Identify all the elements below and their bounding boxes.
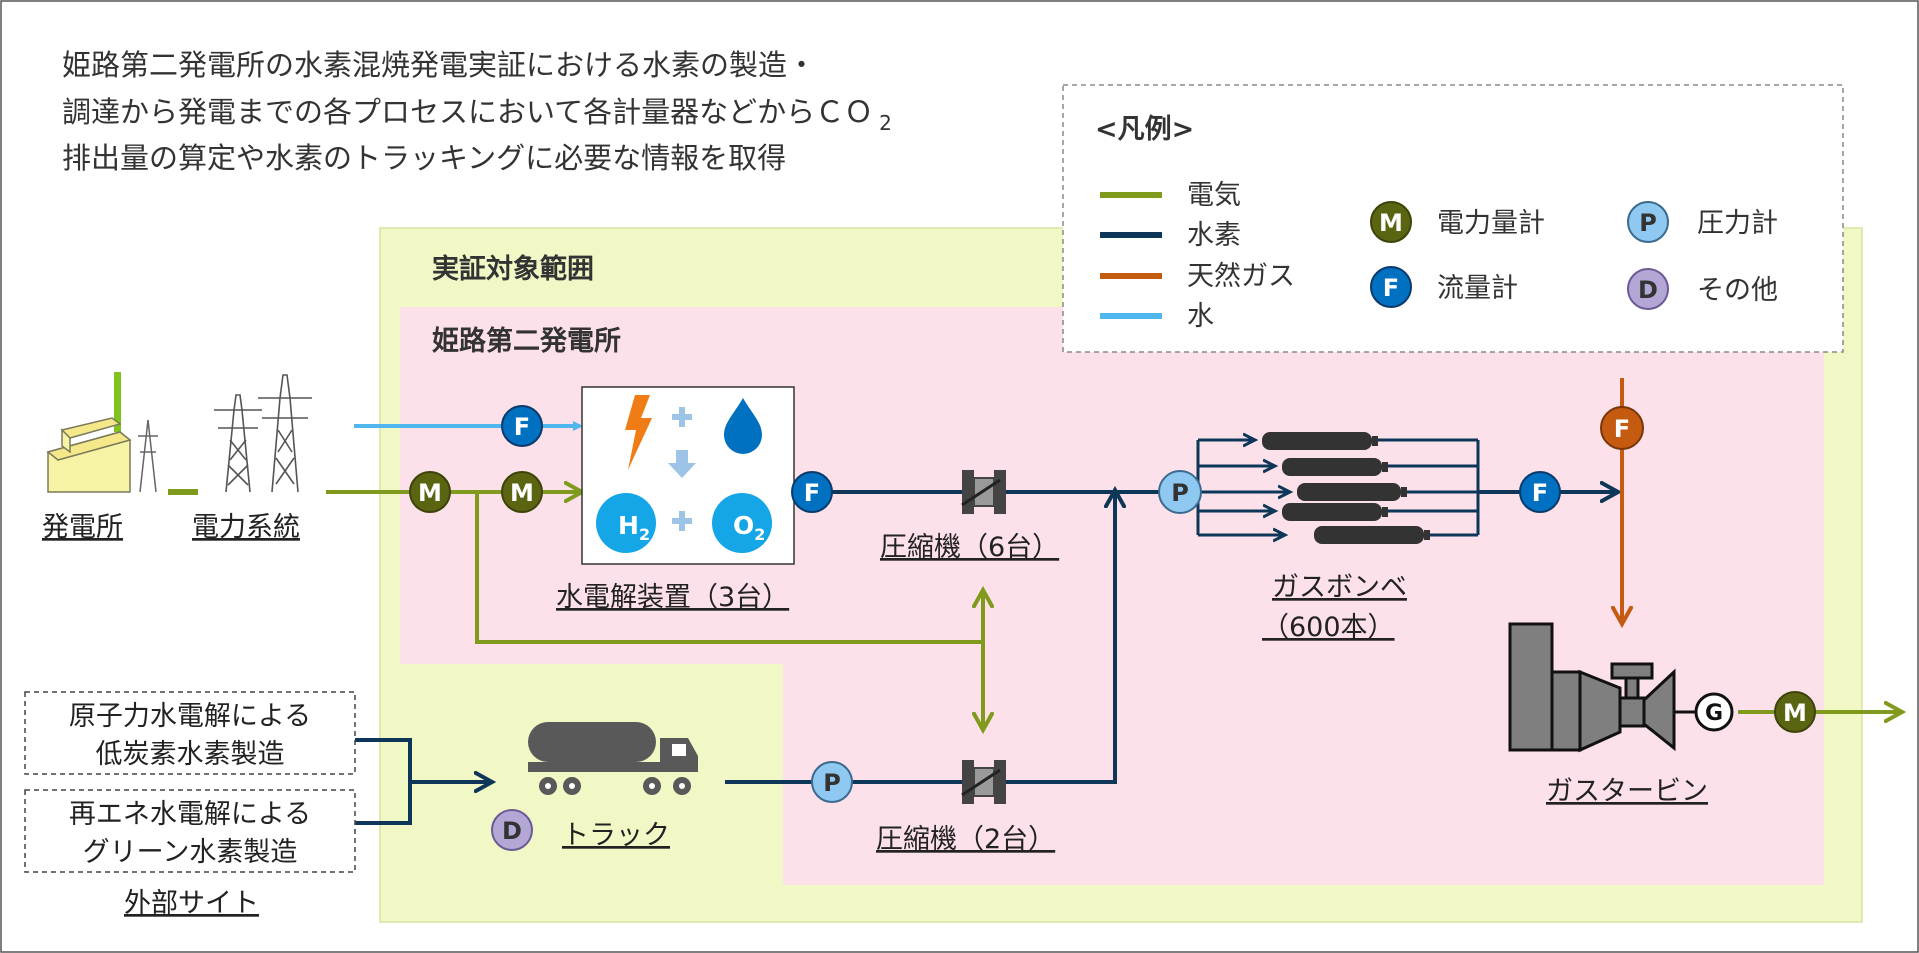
legend-label-water: 水 <box>1187 301 1214 332</box>
gas-turbine-icon <box>1508 622 1676 753</box>
legend-meter-m-letter: M <box>1379 209 1403 237</box>
legend-label-electricity: 電気 <box>1187 180 1241 211</box>
meter-f-natural-gas: F <box>1600 406 1644 450</box>
svg-text:F: F <box>1532 479 1548 507</box>
scope-label: 実証対象範囲 <box>432 253 594 285</box>
compressor-6-icon <box>961 470 1006 514</box>
truck-label: トラック <box>562 820 670 851</box>
electrolyzer-icon <box>581 386 795 565</box>
external-site-nuclear-box <box>24 691 356 775</box>
generator-letter: G <box>1705 701 1723 726</box>
o2-icon <box>712 493 772 553</box>
meter-f-electrolyzer-out: F <box>791 471 833 513</box>
svg-text:F: F <box>514 413 530 441</box>
legend-meter-p-label: 圧力計 <box>1697 208 1778 239</box>
legend-meter-p-icon <box>1627 201 1669 243</box>
description-line-1: 姫路第二発電所の水素混焼発電実証における水素の製造・ <box>62 48 816 82</box>
meter-p-truck: P <box>811 761 853 803</box>
h2-letter: H2 <box>618 511 650 544</box>
electricity-branch-line <box>475 492 983 644</box>
legend-meter-f-label: 流量計 <box>1437 273 1518 304</box>
gas-turbine-label: ガスタービン <box>1546 776 1708 807</box>
meter-f-water: F <box>501 405 543 447</box>
svg-text:D: D <box>502 817 522 845</box>
legend-meter-m-icon <box>1370 201 1412 243</box>
gas-cylinder-icon <box>1262 432 1430 544</box>
legend-meter-m-label: 電力量計 <box>1437 208 1545 239</box>
external-renewable-line-1: 再エネ水電解による <box>69 799 311 830</box>
description-line-3: 排出量の算定や水素のトラッキングに必要な情報を取得 <box>62 141 786 175</box>
transmission-tower-icon <box>214 374 312 493</box>
svg-text:M: M <box>1783 699 1807 727</box>
compressor-2-icon <box>961 760 1006 804</box>
meter-f-turbine-hydrogen: F <box>1519 471 1561 513</box>
power-plant-icon <box>46 372 158 493</box>
external-renewable-line-2: グリーン水素製造 <box>83 837 298 868</box>
meter-m-electrolyzer: M <box>501 471 543 513</box>
legend-label-natural-gas: 天然ガス <box>1187 261 1295 292</box>
power-grid-label: 電力系統 <box>192 512 300 543</box>
legend-title: <凡例> <box>1095 114 1194 145</box>
truck-icon <box>528 722 698 795</box>
external-nuclear-line-1: 原子力水電解による <box>69 701 311 732</box>
legend-meter-d-label: その他 <box>1697 275 1778 306</box>
meter-m-turbine: M <box>1774 691 1816 733</box>
electrolyzer-label: 水電解装置（3台） <box>556 582 789 613</box>
o2-letter: O2 <box>733 511 765 544</box>
meter-p-cylinder: P <box>1158 470 1202 514</box>
legend-box <box>1062 84 1844 353</box>
hydrogen-line-truck <box>725 492 1115 784</box>
legend: <凡例> 電気 水素 天然ガス 水 M 電力量計 F 流量計 P 圧力計 D そ… <box>1062 84 1844 353</box>
meter-m-grid: M <box>409 471 451 513</box>
compressor-6-label: 圧縮機（6台） <box>880 532 1059 563</box>
gas-cylinder-label-1: ガスボンベ <box>1272 572 1407 603</box>
svg-text:M: M <box>510 479 534 507</box>
compressor-2-label: 圧縮機（2台） <box>876 824 1055 855</box>
external-site-label: 外部サイト <box>124 888 259 919</box>
legend-meter-d-letter: D <box>1638 276 1658 304</box>
legend-meter-d-icon <box>1627 268 1669 310</box>
lightning-icon <box>625 395 652 470</box>
legend-meter-f-icon <box>1370 266 1412 308</box>
legend-meter-p-letter: P <box>1639 209 1657 237</box>
svg-text:M: M <box>418 479 442 507</box>
arrow-down-icon <box>668 463 696 478</box>
water-drop-icon <box>724 398 762 454</box>
gas-cylinder-label-2: （600本） <box>1262 612 1395 643</box>
meter-d-truck: D <box>491 809 533 851</box>
power-plant-label: 発電所 <box>42 512 123 543</box>
svg-text:F: F <box>804 479 820 507</box>
legend-meter-f-letter: F <box>1383 274 1399 302</box>
svg-text:F: F <box>1614 415 1630 443</box>
external-nuclear-line-2: 低炭素水素製造 <box>96 739 285 770</box>
legend-label-hydrogen: 水素 <box>1187 220 1241 251</box>
svg-text:P: P <box>823 769 841 797</box>
h2-icon <box>596 493 656 553</box>
svg-text:P: P <box>1171 479 1189 507</box>
plant-label: 姫路第二発電所 <box>432 325 621 357</box>
external-site-renewable-box <box>24 789 356 873</box>
